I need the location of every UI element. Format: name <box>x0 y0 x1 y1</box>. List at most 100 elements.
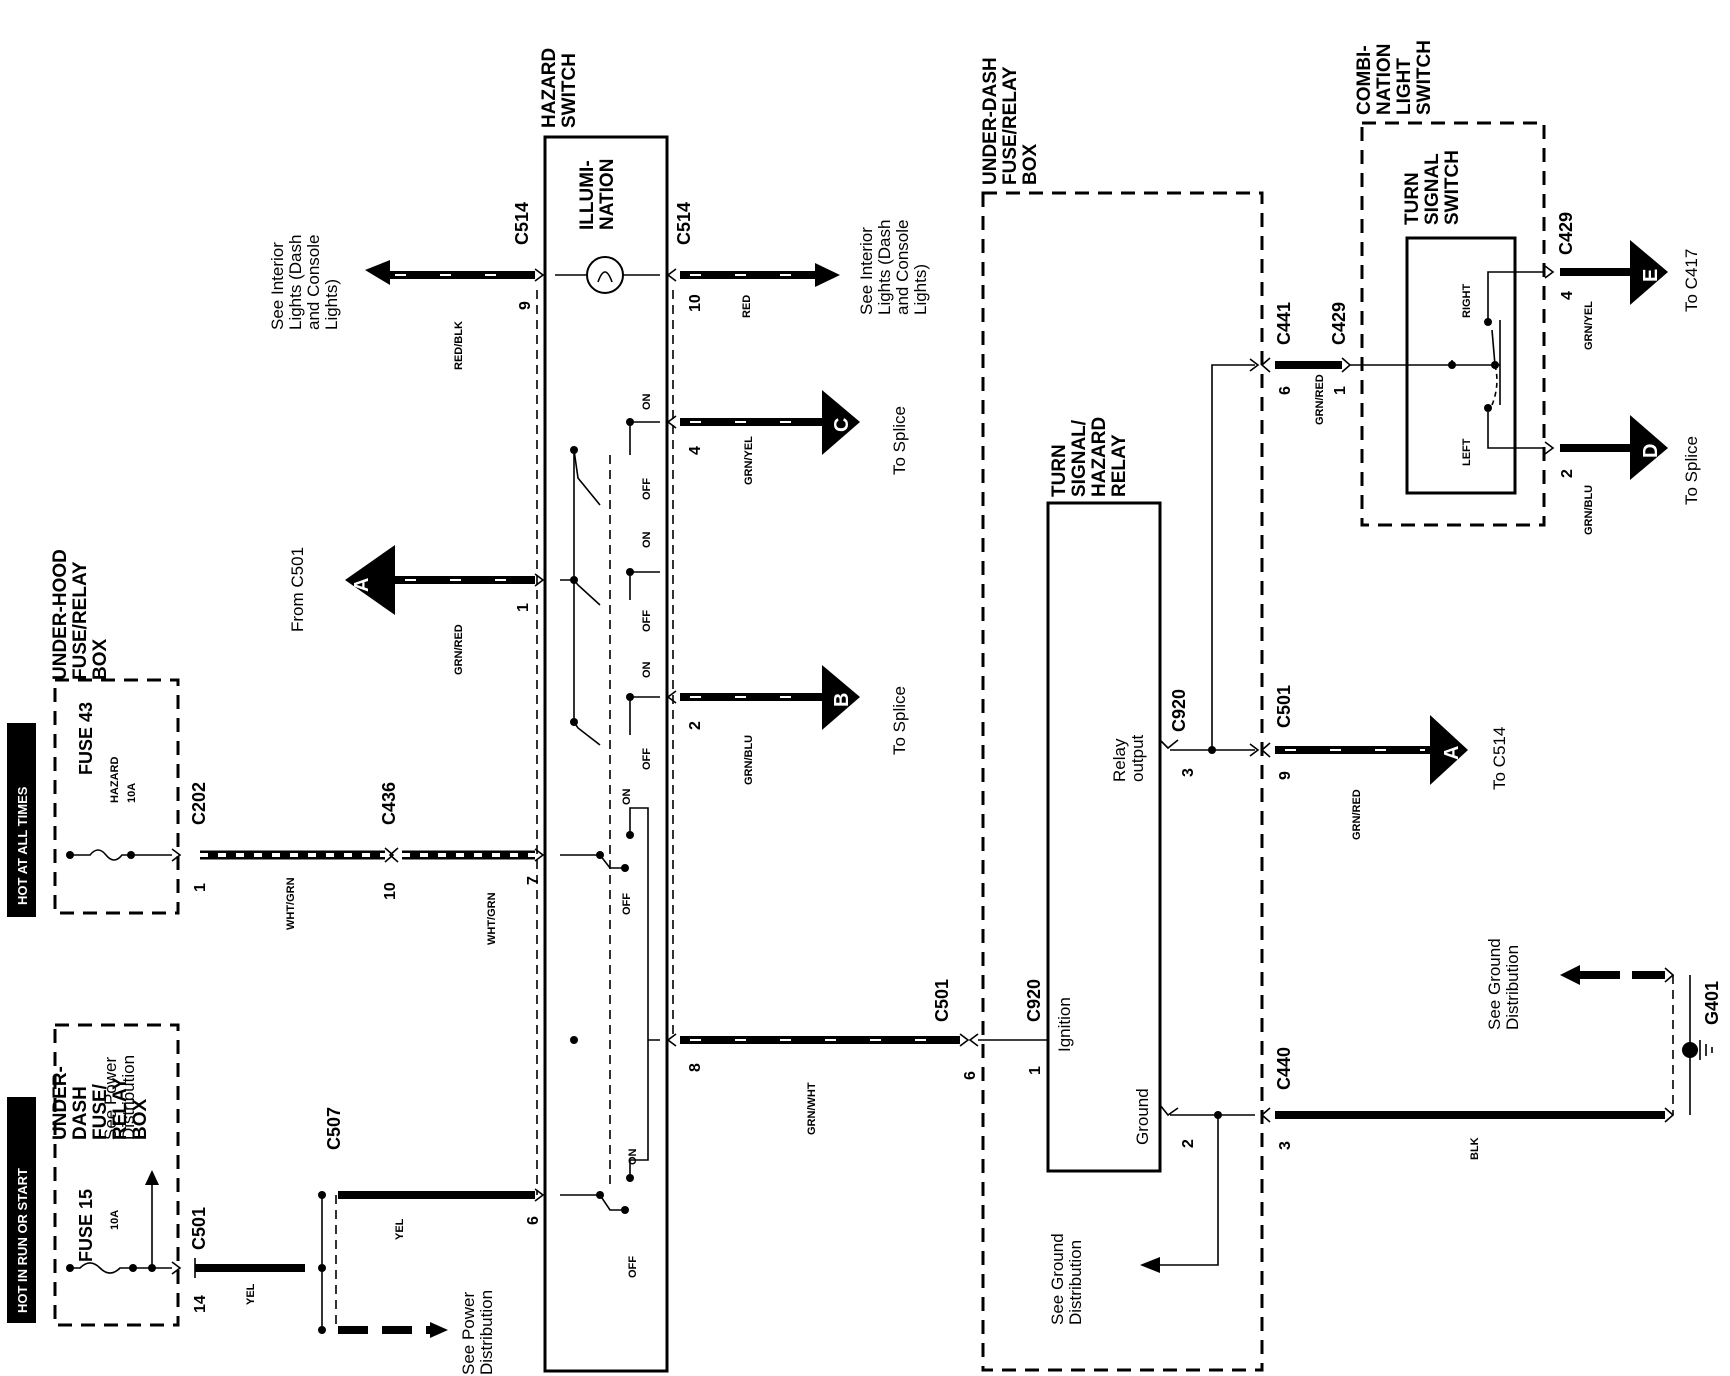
pole-power-on-label: ON <box>621 788 633 805</box>
flag-b-icon <box>822 665 860 730</box>
banner-hot-in-run-or-start: HOT IN RUN OR START <box>7 1097 36 1323</box>
pin-6-c501-label: 6 <box>962 1071 979 1080</box>
illumination-bulb-wires <box>555 271 660 283</box>
pin-10-c514-label: 10 <box>687 294 704 312</box>
wire-blk-label: BLK <box>1469 1137 1481 1160</box>
see-interior-lights-note-left: See InteriorLights (Dashand ConsoleLight… <box>268 235 341 330</box>
turn-switch-blade-right <box>1491 329 1496 366</box>
connector-c920-pin1 <box>968 1033 1048 1047</box>
under-hood-box <box>53 678 180 915</box>
pole-b-on-label: ON <box>641 661 653 678</box>
relay-output-wire <box>1159 739 1212 751</box>
pole-a-off-label: OFF <box>641 610 653 632</box>
switch-pole-ignition: ON OFF <box>560 1040 649 1278</box>
pin-6-hazard-label: 6 <box>525 1216 542 1225</box>
fuse-43-rating: 10A <box>126 783 138 803</box>
pin-2-c920-label: 2 <box>1180 1139 1197 1148</box>
c440-label: C440 <box>1274 1047 1294 1090</box>
relay-ground-label: Ground <box>1133 1088 1152 1145</box>
connector-hazard-pin1 <box>534 573 545 587</box>
illumination-label: ILLUMI-NATION <box>577 159 618 230</box>
pole-c-on-label: ON <box>641 393 653 410</box>
to-c417-note: To C417 <box>1682 249 1701 312</box>
relay-box <box>1046 501 1162 1173</box>
fuse-43-node-b <box>127 851 135 859</box>
c501-mid-label: C501 <box>932 979 952 1022</box>
connector-g401 <box>1664 1107 1675 1123</box>
turn-switch-common <box>1350 320 1501 405</box>
connector-c441 <box>1260 357 1271 373</box>
flag-c-icon <box>822 390 860 455</box>
ground-distribution-arrow-icon <box>1560 965 1580 985</box>
fuse-15-label: FUSE 15 <box>76 1189 96 1262</box>
fuse-15-node-a <box>66 1264 74 1272</box>
connector-c501-pin6 <box>959 1033 970 1047</box>
flag-e-label: E <box>1640 269 1662 282</box>
flag-c-label: C <box>831 418 853 432</box>
pin-1-c429-label: 1 <box>1332 386 1349 395</box>
switch-pole-b: ON OFF <box>570 661 660 770</box>
connector-c440 <box>1260 1107 1271 1123</box>
connector-c202 <box>171 848 182 862</box>
c507-label: C507 <box>324 1107 344 1150</box>
fuse-15-symbol <box>70 1262 172 1274</box>
c920-ignition-label: C920 <box>1024 979 1044 1022</box>
splice-node-mid <box>318 1264 326 1272</box>
wire-red-blk-label: RED/BLK <box>453 321 465 370</box>
pin-9-c501-label: 9 <box>1277 771 1294 780</box>
turn-signal-switch-label: TURNSIGNALSWITCH <box>1402 150 1463 225</box>
fuse-43-label: FUSE 43 <box>76 702 96 775</box>
pin-7-hazard-label: 7 <box>525 876 542 885</box>
combination-switch-box <box>1360 121 1546 527</box>
pin-14-label: 14 <box>192 1295 209 1313</box>
flag-a-right-label: A <box>1441 746 1463 760</box>
wire-yel-label-1: YEL <box>245 1283 257 1305</box>
connector-c514-pin9 <box>534 268 545 282</box>
hazard-internal-bus <box>560 450 660 1041</box>
connector-hazard-pin4 <box>666 415 677 429</box>
pole-ignition-off-label: OFF <box>627 1256 639 1278</box>
arrow-right-icon <box>430 1322 448 1338</box>
under-dash-box-right <box>981 191 1264 1372</box>
combination-switch-label: COMBI-NATIONLIGHTSWITCH <box>1354 40 1435 115</box>
ground-symbol-icon <box>1699 1040 1713 1060</box>
see-ground-distribution-note-relay: See GroundDistribution <box>1048 1233 1085 1325</box>
see-ground-distribution-note-right: See GroundDistribution <box>1485 938 1522 1030</box>
pin-9-c514-label: 9 <box>517 301 534 310</box>
wire-grn-blu-label-b: GRN/BLU <box>743 735 755 785</box>
pin-8-hazard-label: 8 <box>687 1063 704 1072</box>
connector-c429-pin2 <box>1544 441 1555 455</box>
switch-pole-a: ON OFF <box>570 531 660 632</box>
relay-ground-wire <box>1159 1104 1218 1117</box>
pin-10-c436-label: 10 <box>382 882 399 900</box>
connector-c514-pin10 <box>666 268 677 282</box>
connector-ground-top <box>1664 967 1675 983</box>
flag-e-icon <box>1630 240 1668 305</box>
switch-pole-power: ON OFF <box>560 788 649 1040</box>
pin-3-c920-label: 3 <box>1180 768 1197 777</box>
wire-yel-label-2: YEL <box>394 1218 406 1240</box>
connector-c501-left <box>171 1261 182 1275</box>
under-dash-box-left <box>53 1023 180 1327</box>
turn-switch-left-label: LEFT <box>1461 438 1473 466</box>
ground-arrow-icon <box>1140 1257 1160 1273</box>
c501-right-label: C501 <box>1274 685 1294 728</box>
wire-grn-red-label-a: GRN/RED <box>453 624 465 675</box>
flag-a-left-icon <box>345 545 395 615</box>
wire-grn-wht-label: GRN/WHT <box>806 1082 818 1135</box>
flag-b-label: B <box>831 693 853 707</box>
wire-red-label: RED <box>741 295 753 318</box>
flag-a-left-label: A <box>351 578 373 592</box>
wire-grn-red-label-c441: GRN/RED <box>1314 374 1326 425</box>
to-splice-c-note: To Splice <box>890 406 909 475</box>
pole-a-on-label: ON <box>641 531 653 548</box>
c920-output-label: C920 <box>1169 689 1189 732</box>
hazard-switch-label: HAZARDSWITCH <box>539 48 580 128</box>
pin-6-c441-label: 6 <box>1277 386 1294 395</box>
banner-hot-at-all-times: HOT AT ALL TIMES <box>7 723 36 917</box>
fuse-43-node-a <box>66 851 74 859</box>
relay-output-connectors <box>1249 358 1260 757</box>
splice-node-bottom <box>318 1326 326 1334</box>
pin-1-c920-label: 1 <box>1027 1066 1044 1075</box>
